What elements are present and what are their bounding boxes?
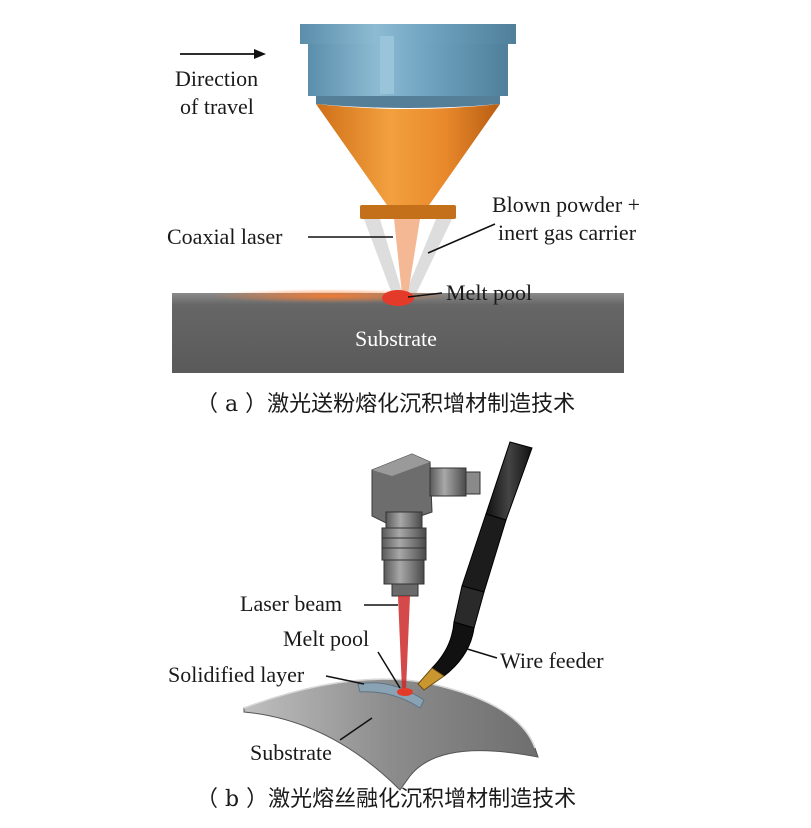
- direction-label-line1: Direction: [175, 66, 259, 91]
- melt-pool-a: [382, 290, 414, 306]
- wire-feeder-label: Wire feeder: [500, 648, 604, 673]
- substrate-plate-b: [243, 678, 539, 791]
- melt-pool-label-b: Melt pool: [283, 626, 370, 651]
- substrate-label-a: Substrate: [355, 326, 437, 351]
- panel-a: [172, 24, 624, 373]
- solidified-layer-bead: [357, 682, 425, 709]
- melt-pool-leader-b: [377, 651, 401, 689]
- blown-powder-label-line1: Blown powder +: [492, 192, 641, 217]
- melt-pool-leader-a: [407, 292, 443, 298]
- solidified-layer-label: Solidified layer: [168, 662, 305, 687]
- coaxial-laser-beam: [394, 219, 420, 294]
- direction-arrow: [180, 49, 266, 59]
- caption-a: （ a ）激光送粉熔化沉积增材制造技术: [196, 392, 576, 417]
- blown-powder-label-line2: inert gas carrier: [498, 220, 637, 245]
- wire-feeder-torch: [417, 441, 533, 691]
- solidified-layer-leader: [325, 675, 365, 685]
- laser-beam-b: [398, 596, 410, 690]
- coaxial-laser-label: Coaxial laser: [167, 224, 283, 249]
- nozzle-cone: [316, 104, 500, 219]
- substrate-label-b: Substrate: [250, 740, 332, 765]
- caption-b: （ b ）激光熔丝融化沉积增材制造技术: [196, 787, 577, 812]
- nozzle-cap: [300, 24, 516, 108]
- panel-b: [243, 441, 539, 791]
- melt-pool-b: [397, 688, 413, 696]
- direction-label-line2: of travel: [180, 94, 254, 119]
- substrate-block-a: [172, 289, 624, 373]
- wire-feeder-leader: [463, 647, 498, 659]
- substrate-leader-b: [339, 717, 373, 741]
- melt-pool-label-a: Melt pool: [446, 280, 533, 305]
- laser-head: [371, 453, 481, 597]
- blown-powder-leader: [427, 223, 496, 254]
- laser-beam-label: Laser beam: [240, 591, 342, 616]
